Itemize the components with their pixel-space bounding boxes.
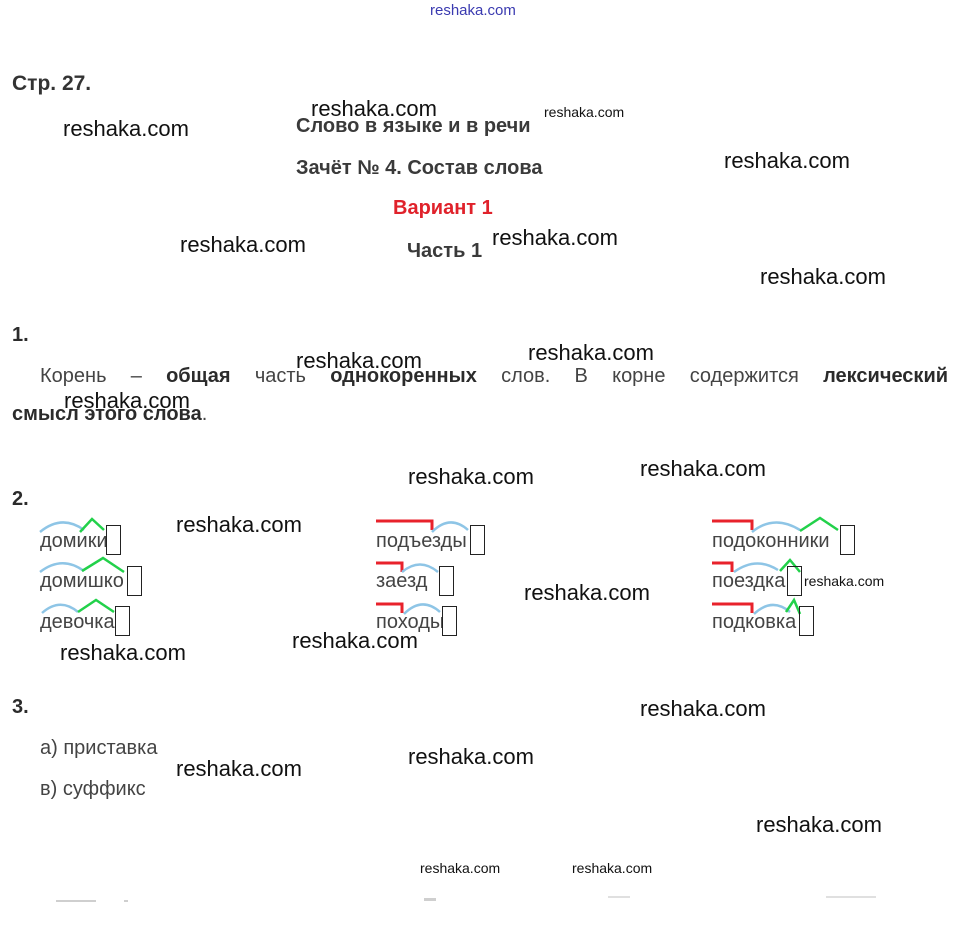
- watermark: reshaka.com: [640, 456, 766, 481]
- word-podokonniki: подоконники: [712, 530, 830, 552]
- word-marks-podokonniki: [712, 516, 839, 533]
- word-marks-poezdka: [712, 558, 801, 574]
- watermark: reshaka.com: [180, 232, 306, 257]
- variant-title: Вариант 1: [393, 197, 493, 219]
- word-marks-zaezd: [376, 561, 439, 573]
- ending-box: [787, 566, 802, 596]
- word-domishko: домишко: [40, 570, 124, 592]
- watermark: reshaka.com: [64, 388, 190, 413]
- q1-text-1: Корень –: [40, 365, 142, 387]
- word-marks-podyezdy: [376, 519, 469, 533]
- word-devochka: девочка: [40, 611, 115, 633]
- watermark: reshaka.com: [408, 464, 534, 489]
- word-podkovka: подковка: [712, 611, 797, 633]
- word-zaezd: заезд: [376, 570, 428, 592]
- q1-text-3: слов. В корне содержится: [501, 365, 799, 387]
- watermark: reshaka.com: [60, 640, 186, 665]
- watermark: reshaka.com: [176, 756, 302, 781]
- watermark: reshaka.com: [544, 104, 625, 120]
- watermark: reshaka.com: [756, 812, 882, 837]
- question-2-number: 2.: [12, 488, 29, 510]
- question-3-number: 3.: [12, 696, 29, 718]
- word-pokhody: походы: [376, 611, 445, 633]
- ending-box: [106, 525, 121, 555]
- word-marks-devochka: [41, 598, 115, 614]
- word-marks-domishko: [39, 556, 125, 574]
- watermark: reshaka.com: [572, 860, 653, 876]
- watermark: reshaka.com: [724, 148, 850, 173]
- ending-box: [799, 606, 814, 636]
- watermark: reshaka.com: [492, 225, 618, 250]
- word-marks-podkovka: [712, 597, 802, 615]
- watermark: reshaka.com: [408, 744, 534, 769]
- test-title: Зачёт № 4. Состав слова: [296, 157, 543, 179]
- site-link[interactable]: reshaka.com: [430, 2, 516, 19]
- bottom-fragment: [56, 896, 876, 902]
- word-domiki: домики: [40, 530, 108, 552]
- watermark: reshaka.com: [640, 696, 766, 721]
- q1-bold-2: однокоренных: [330, 365, 477, 387]
- ending-box: [840, 525, 855, 555]
- watermark: reshaka.com: [296, 348, 422, 373]
- page-reference: Стр. 27.: [12, 72, 92, 95]
- watermark: reshaka.com: [804, 573, 885, 589]
- ending-box: [442, 606, 457, 636]
- watermark: reshaka.com: [524, 580, 650, 605]
- ending-box: [439, 566, 454, 596]
- q1-bold-4: смысл этого слова: [12, 403, 202, 425]
- watermark: reshaka.com: [176, 512, 302, 537]
- ending-box: [127, 566, 142, 596]
- word-marks-domiki: [39, 517, 105, 533]
- watermark: reshaka.com: [528, 340, 654, 365]
- watermark: reshaka.com: [63, 116, 189, 141]
- word-marks-pokhody: [376, 602, 441, 615]
- q1-bold-3: лексический: [823, 365, 949, 387]
- question-1-answer: Корень – общая часть однокоренных слов. …: [12, 356, 948, 434]
- question-1-number: 1.: [12, 324, 29, 346]
- q1-bold-1: общая: [166, 365, 231, 387]
- watermark: reshaka.com: [760, 264, 886, 289]
- watermark: reshaka.com: [311, 96, 437, 121]
- ending-box: [470, 525, 485, 555]
- word-poezdka: поездка: [712, 570, 786, 592]
- q1-text-4: .: [201, 403, 208, 425]
- ending-box: [115, 606, 130, 636]
- answer-b: в) суффикс: [40, 778, 146, 800]
- part-title: Часть 1: [407, 240, 483, 262]
- section-title: Слово в языке и в речи: [296, 115, 531, 137]
- watermark: reshaka.com: [420, 860, 501, 876]
- watermark: reshaka.com: [292, 628, 418, 653]
- q1-text-2: часть: [254, 365, 306, 387]
- answer-a: а) приставка: [40, 737, 158, 759]
- word-podyezdy: подъезды: [376, 530, 467, 552]
